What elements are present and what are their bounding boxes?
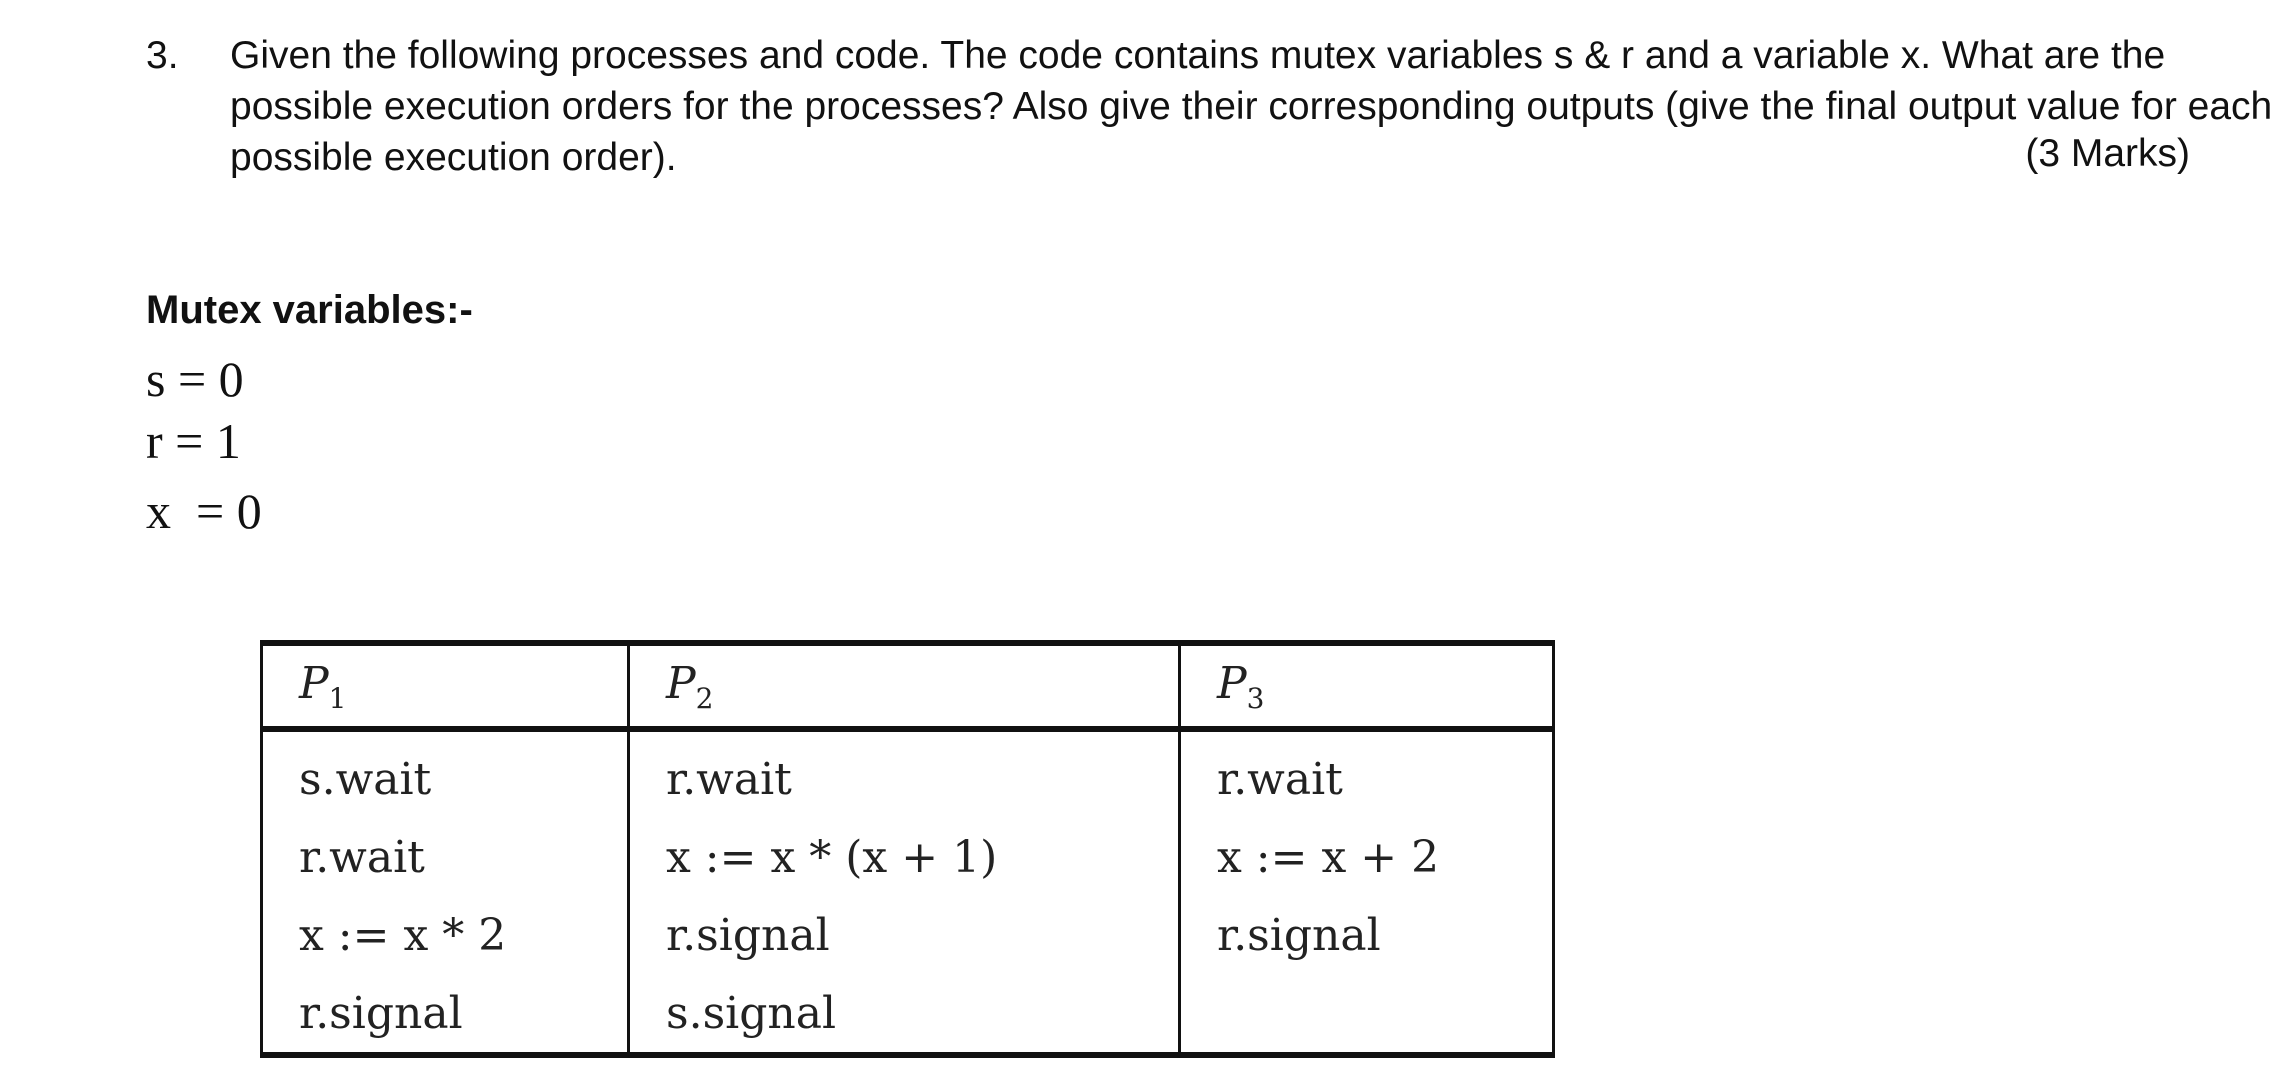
cell: s.wait (260, 729, 630, 818)
process-table: P1 P2 P3 s.wait r.wait r.wait r.wait x :… (260, 640, 1555, 1058)
cell: r.signal (260, 974, 630, 1055)
var-x: x = 0 (146, 483, 262, 539)
cell: r.wait (260, 818, 630, 896)
cell: r.wait (627, 729, 1181, 818)
table-header-row: P1 P2 P3 (260, 643, 1555, 732)
cell: x := x + 2 (1178, 818, 1555, 896)
header-p2: P2 (627, 643, 1181, 732)
table-row: s.wait r.wait r.wait (260, 729, 1555, 818)
cell: r.wait (1178, 729, 1555, 818)
cell (1178, 974, 1555, 1055)
header-p1: P1 (260, 643, 630, 732)
cell: x := x * 2 (260, 896, 630, 974)
question-text: Given the following processes and code. … (230, 34, 2273, 179)
question-marks: (3 Marks) (2025, 132, 2190, 175)
var-r: r = 1 (146, 413, 241, 469)
var-s: s = 0 (146, 351, 244, 407)
cell: r.signal (1178, 896, 1555, 974)
mutex-title: Mutex variables:- (146, 288, 473, 332)
cell: s.signal (627, 974, 1181, 1055)
header-p3: P3 (1178, 643, 1555, 732)
cell: x := x * (x + 1) (627, 818, 1181, 896)
table-row: x := x * 2 r.signal r.signal (260, 896, 1555, 974)
table-row: r.wait x := x * (x + 1) x := x + 2 (260, 818, 1555, 896)
cell: r.signal (627, 896, 1181, 974)
table-row: r.signal s.signal (260, 974, 1555, 1055)
question-number: 3. (146, 34, 179, 77)
